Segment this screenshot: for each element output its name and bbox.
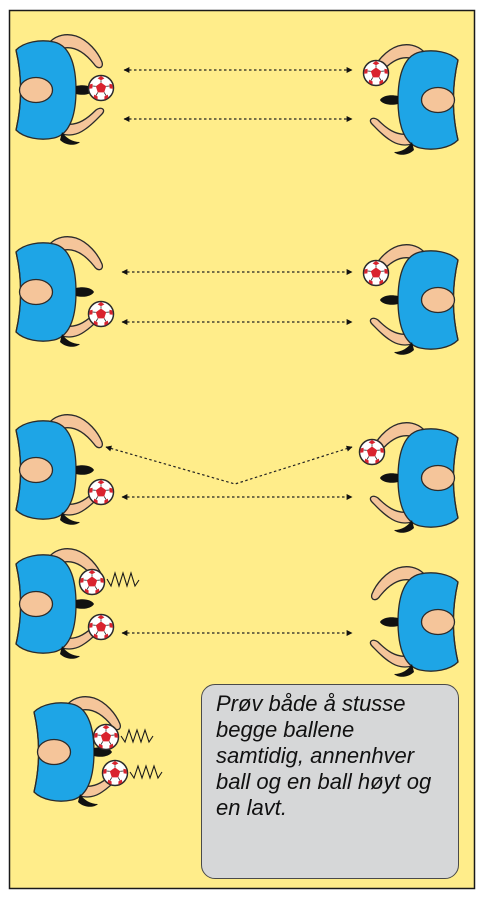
bounce-zigzag-icon [106, 571, 140, 588]
ball-left-3-icon [87, 478, 115, 506]
ball-left-1-icon [87, 74, 115, 102]
ball-left-2-icon [87, 300, 115, 328]
ball-left-4b-icon [87, 613, 115, 641]
row-2 [15, 236, 459, 356]
ball-right-1-icon [362, 59, 390, 87]
ball-left-5a-icon [92, 723, 120, 751]
ball-left-5b-icon [101, 759, 129, 787]
ball-right-2-icon [362, 259, 390, 287]
instruction-callout: Prøv både å stusse begge ballene samtidi… [201, 684, 459, 879]
instruction-text: Prøv både å stusse begge ballene samtidi… [216, 691, 432, 820]
pass-arrow-3a [105, 445, 353, 485]
bounce-zigzag-icon [129, 764, 163, 780]
row-5 [33, 696, 163, 808]
row-4 [15, 548, 459, 678]
row-1 [15, 34, 459, 156]
ball-left-4a-icon [78, 568, 106, 596]
bounce-zigzag-icon [120, 728, 154, 744]
ball-right-3-icon [358, 438, 386, 466]
row-3 [15, 414, 459, 534]
